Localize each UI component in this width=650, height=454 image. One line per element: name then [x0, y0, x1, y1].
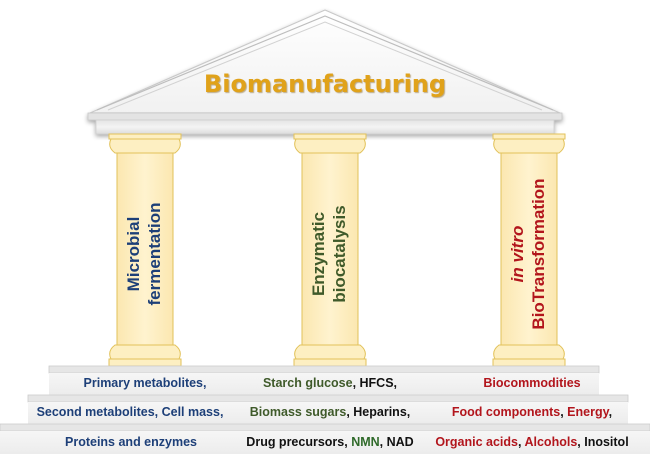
pillar-capital [294, 138, 366, 154]
step-text-segment: , [518, 435, 525, 449]
pillar-capital [493, 138, 565, 154]
step-text-segment: Starch glucose [262, 376, 353, 390]
step-3-item-1: Proteins and enzymes [21, 435, 241, 449]
step-2-item-1: Second metabolites, Cell mass, [20, 405, 240, 419]
diagram-title: Biomanufacturing [203, 70, 447, 98]
step-1 [49, 373, 599, 395]
pillar-shaft [116, 152, 174, 346]
step-text-segment: Biomass sugars [249, 405, 347, 419]
step-1-item-3: Biocommodities [422, 376, 642, 390]
pillar-capital-top [108, 133, 182, 140]
step-text-segment: Alcohols [524, 435, 578, 449]
step-2-item-2: Biomass sugars, Heparins, [220, 405, 440, 419]
step-text-segment: , Heparins, [346, 405, 411, 419]
step-text-segment: Organic acids [435, 435, 518, 449]
pillar-label-line: BioTransformation [529, 178, 548, 330]
step-2 [28, 402, 628, 424]
pillar-enzymatic-biocatalysis [293, 133, 367, 367]
step-text-segment: NMN [351, 435, 380, 449]
pillar-microbial-fermentation [108, 133, 182, 367]
step-1-ledge [48, 365, 600, 374]
pillar-label-in-vitro-biotransformation: in vitro BioTransformation [507, 154, 551, 354]
step-3-item-3: Organic acids, Alcohols, Inositol [422, 435, 642, 449]
step-text-segment: , Inositol [577, 435, 629, 449]
pillar-label-line: Enzymatic [309, 211, 328, 297]
step-1-item-2: Starch glucose, HFCS, [220, 376, 440, 390]
step-text-segment: , [608, 405, 613, 419]
pillar-base [294, 344, 366, 360]
step-text-segment: Second metabolites, Cell mass, [36, 405, 224, 419]
pillar-capital [109, 138, 181, 154]
step-2-item-3: Food components, Energy, [422, 405, 642, 419]
pillar-base [109, 344, 181, 360]
step-text-segment: Biocommodities [483, 376, 581, 390]
step-text-segment: , [560, 405, 568, 419]
pillar-label-line: biocatalysis [330, 205, 349, 303]
architrave [87, 112, 563, 135]
pillar-plinth [293, 358, 367, 367]
step-text-segment: , HFCS, [352, 376, 398, 390]
step-text-segment: , NAD [379, 435, 414, 449]
step-text-segment: Proteins and enzymes [65, 435, 197, 449]
pillar-plinth [108, 358, 182, 367]
columns [108, 133, 566, 367]
step-text-segment: Drug precursors, [246, 435, 352, 449]
pediment [89, 9, 561, 114]
step-3-ledge [0, 423, 650, 432]
pillar-label-enzymatic-biocatalysis: Enzymatic biocatalysis [308, 174, 352, 334]
pillar-label-line: Microbial [124, 216, 143, 292]
pillar-label-microbial-fermentation: Microbial fermentation [123, 174, 167, 334]
pillar-label-line: fermentation [145, 202, 164, 306]
pillar-capital-top [492, 133, 566, 140]
pillar-shaft [500, 152, 558, 346]
pediment-molding-inner [107, 21, 543, 111]
step-text-segment: Food components [451, 405, 561, 419]
pillar-label-line: in vitro [508, 225, 527, 283]
pillar-capital-top [293, 133, 367, 140]
pillar-plinth [492, 358, 566, 367]
step-3-item-2: Drug precursors, NMN, NAD [220, 435, 440, 449]
steps [0, 365, 650, 454]
step-1-item-1: Primary metabolites, [35, 376, 255, 390]
pillar-in-vitro-biotransformation [492, 133, 566, 367]
step-3 [0, 431, 650, 454]
step-text-segment: Energy [567, 405, 609, 419]
step-text-segment: Primary metabolites, [83, 376, 207, 390]
step-2-ledge [27, 394, 629, 403]
pediment-molding [96, 15, 554, 111]
